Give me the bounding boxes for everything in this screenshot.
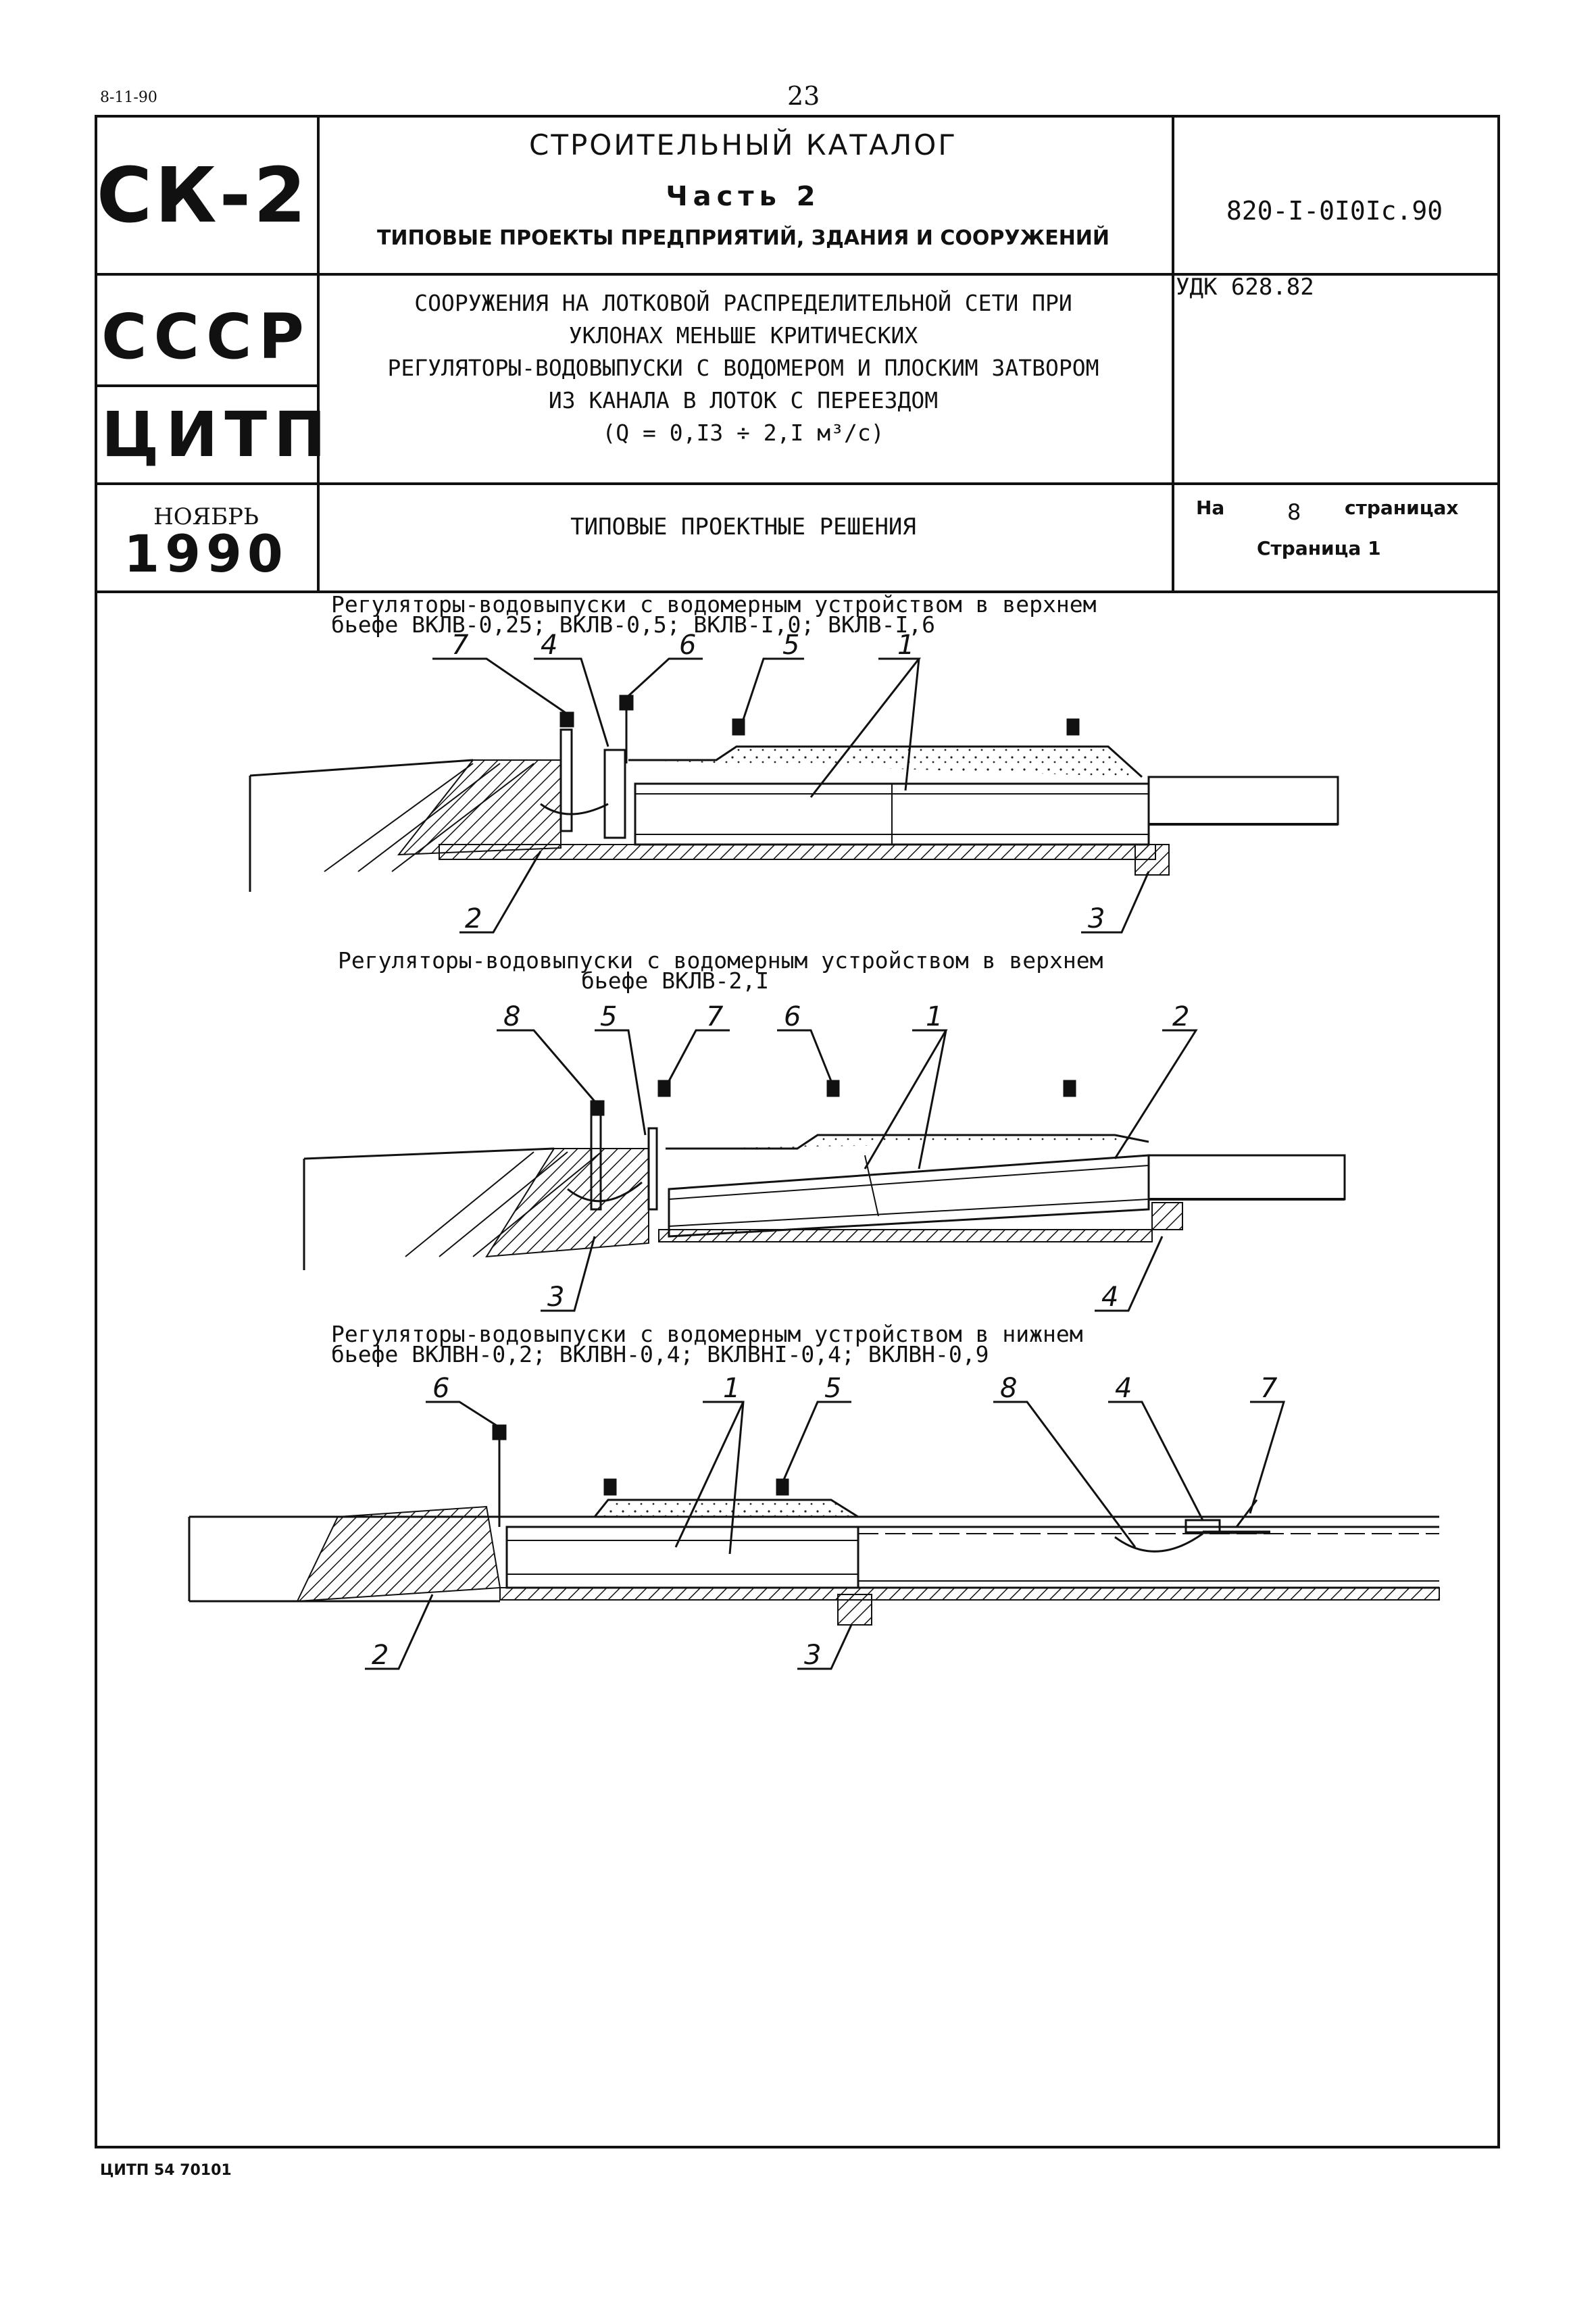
callout-label: 1 (897, 630, 914, 661)
page-label: Страница 1 (1257, 537, 1381, 559)
callout-label: 2 (372, 1640, 389, 1671)
callout-label: 5 (782, 630, 799, 661)
figure-2-callouts: 8 5 7 6 1 2 3 4 (503, 1001, 1189, 1313)
callout-label: 8 (503, 1001, 520, 1032)
figure-1-drawing (249, 657, 1339, 934)
figure-1-callouts: 7 4 6 5 1 2 3 (451, 630, 1105, 934)
pages-prefix: На (1196, 497, 1225, 519)
catalog-part: Часть 2 (666, 181, 821, 212)
figure-1-caption-line-1: Регуляторы-водовыпуски с водомерным устр… (331, 591, 1097, 618)
callout-label: 7 (1260, 1373, 1278, 1404)
udk-code: УДК 628.82 (1176, 274, 1314, 301)
page-number: 23 (787, 81, 820, 111)
subject-line: ИЗ КАНАЛА В ЛОТОК С ПЕРЕЕЗДОМ (548, 387, 939, 413)
figure-2-caption-line-1: Регуляторы-водовыпуски с водомерным устр… (338, 947, 1103, 974)
logo-text: СК-2 (96, 152, 309, 240)
callout-label: 7 (451, 630, 469, 661)
figure-2-caption-line-2: бьефе ВКЛВ-2,I (581, 967, 770, 994)
org-divider (97, 384, 317, 387)
page-frame (95, 115, 1500, 2148)
subject-line: РЕГУЛЯТОРЫ-ВОДОВЫПУСКИ С ВОДОМЕРОМ И ПЛО… (387, 355, 1099, 381)
figure-3-drawing (188, 1401, 1440, 1670)
title-divider-3 (97, 590, 1497, 593)
subject-line: (Q = 0,I3 ÷ 2,I м³/с) (602, 420, 884, 446)
org-name: ЦИТП (101, 399, 333, 471)
callout-label: 4 (541, 630, 557, 661)
pages-suffix: страницах (1345, 497, 1459, 519)
figure-3-callouts: 6 1 5 8 4 7 2 3 (372, 1373, 1278, 1671)
callout-label: 1 (723, 1373, 740, 1404)
callout-label: 3 (804, 1640, 821, 1671)
catalog-title: СТРОИТЕЛЬНЫЙ КАТАЛОГ (529, 128, 957, 161)
project-type: ТИПОВЫЕ ПРОЕКТНЫЕ РЕШЕНИЯ (570, 513, 916, 540)
callout-label: 8 (1000, 1373, 1017, 1404)
subject-line: УКЛОНАХ МЕНЬШЕ КРИТИЧЕСКИХ (568, 322, 918, 349)
subject-line: СООРУЖЕНИЯ НА ЛОТКОВОЙ РАСПРЕДЕЛИТЕЛЬНОЙ… (414, 290, 1072, 316)
callout-label: 4 (1115, 1373, 1132, 1404)
org-country: СССР (101, 301, 311, 373)
callout-label: 6 (784, 1001, 801, 1032)
figure-3-caption-line-1: Регуляторы-водовыпуски с водомерным устр… (331, 1321, 1083, 1347)
pages-count: 8 (1287, 499, 1301, 525)
callout-label: 5 (600, 1001, 617, 1032)
figure-1-caption-line-2: бьефе ВКЛВ-0,25; ВКЛВ-0,5; ВКЛВ-I,0; ВКЛ… (331, 611, 936, 638)
figure-3-caption-line-2: бьефе ВКЛВН-0,2; ВКЛВН-0,4; ВКЛВНI-0,4; … (331, 1341, 989, 1367)
date-stamp: 8-11-90 (100, 89, 157, 106)
callout-label: 4 (1101, 1282, 1118, 1313)
callout-label: 6 (432, 1373, 449, 1404)
callout-label: 2 (465, 903, 482, 934)
title-divider-2 (97, 482, 1497, 485)
subject-block: СООРУЖЕНИЯ НА ЛОТКОВОЙ РАСПРЕДЕЛИТЕЛЬНОЙ… (318, 287, 1169, 449)
issue-month: НОЯБРЬ (153, 503, 259, 530)
title-divider-1 (97, 273, 1497, 276)
callout-label: 3 (547, 1282, 564, 1313)
document-code: 820-I-0I0Ic.90 (1226, 196, 1443, 226)
callout-label: 6 (679, 630, 696, 661)
callout-label: 5 (824, 1373, 841, 1404)
title-col-divider-2 (1172, 118, 1174, 590)
title-col-divider-1 (317, 118, 320, 590)
issue-year: 1990 (124, 524, 289, 584)
callout-label: 1 (926, 1001, 943, 1032)
callout-label: 3 (1088, 903, 1105, 934)
figure-2-drawing (303, 1029, 1346, 1312)
callout-label: 2 (1172, 1001, 1189, 1032)
catalog-subtitle: ТИПОВЫЕ ПРОЕКТЫ ПРЕДПРИЯТИЙ, ЗДАНИЯ И СО… (376, 226, 1110, 250)
callout-label: 7 (706, 1001, 724, 1032)
catalog-logo: СК-2 (97, 149, 306, 243)
footer-code: ЦИТП 54 70101 (100, 2162, 232, 2179)
